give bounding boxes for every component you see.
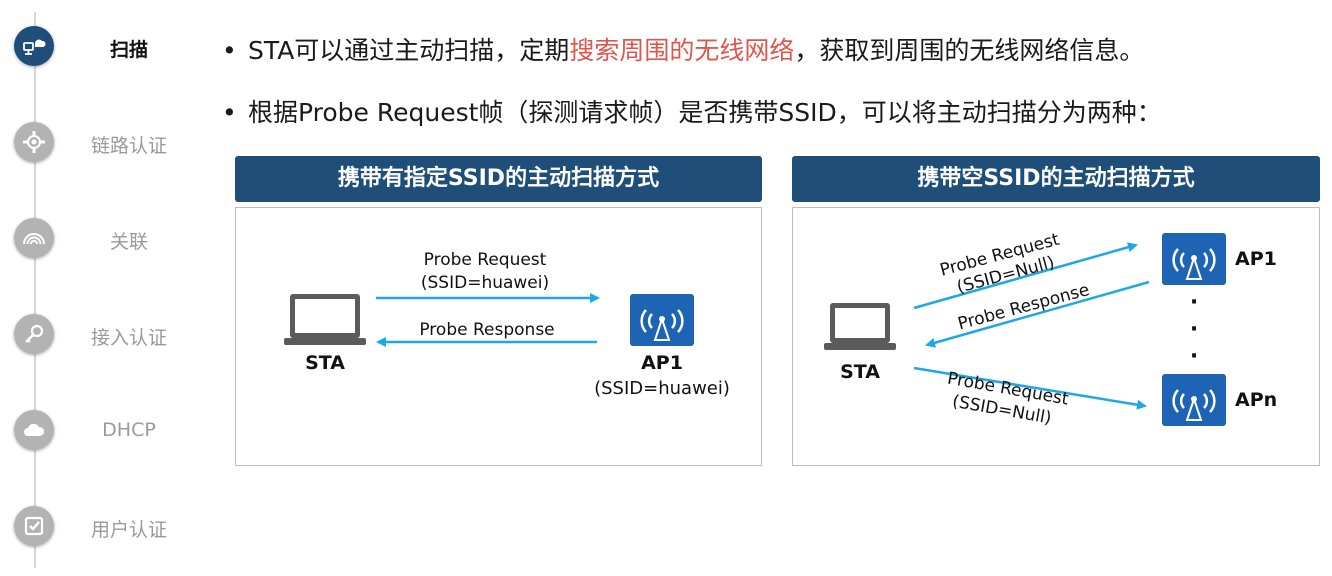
gear-link-icon	[14, 122, 54, 162]
ellipsis-dot: ·	[1190, 317, 1198, 342]
probe-request-arrow-ap1	[913, 242, 1138, 310]
bullet-1-pre: STA可以通过主动扫描，定期	[248, 36, 570, 65]
ap1-label: AP1	[641, 352, 683, 374]
bullet-1-post: ，获取到周围的无线网络信息。	[794, 36, 1145, 65]
nav-label-user-auth: 用户认证	[90, 519, 167, 541]
ap1-label: AP1	[1235, 248, 1277, 270]
probe-request-ssid-label: (SSID=huawei)	[421, 273, 549, 293]
left-panel-title: 携带有指定SSID的主动扫描方式	[235, 156, 762, 202]
key-icon	[14, 314, 54, 354]
ellipsis-dot: ·	[1190, 344, 1198, 369]
nav-label-link-auth: 链路认证	[90, 135, 167, 157]
nav-item-user-auth[interactable]: 用户认证	[14, 506, 184, 546]
bullet-dot: •	[222, 36, 237, 65]
probe-response-arrow	[925, 280, 1150, 348]
ellipsis-dot: ·	[1190, 290, 1198, 315]
laptop-icon	[284, 294, 366, 345]
left-panel-diagram: STA Probe Request (SSID=huawei) Probe Re…	[235, 207, 762, 466]
right-panel-title: 携带空SSID的主动扫描方式	[792, 156, 1320, 202]
bullet-1-highlight: 搜索周围的无线网络	[569, 36, 795, 65]
nav-item-association[interactable]: 关联	[14, 218, 184, 258]
nav-item-scan[interactable]: 扫描	[14, 26, 184, 66]
access-point-icon	[1162, 374, 1226, 426]
nav-timeline-line	[34, 12, 36, 568]
right-panel-diagram: STA Probe Request (SSID=Null) Probe Resp…	[792, 207, 1320, 466]
nav-label-access-auth: 接入认证	[90, 327, 167, 349]
nav-item-link-auth[interactable]: 链路认证	[14, 122, 184, 162]
ap1-ssid-label: (SSID=huawei)	[594, 378, 730, 399]
nav-item-access-auth[interactable]: 接入认证	[14, 314, 184, 354]
cloud-icon	[14, 410, 54, 450]
probe-request-label: Probe Request	[424, 250, 547, 270]
bullet-2-text: 根据Probe Request帧（探测请求帧）是否携带SSID，可以将主动扫描分…	[248, 98, 1162, 127]
bullet-probe-request: • 根据Probe Request帧（探测请求帧）是否携带SSID，可以将主动扫描…	[222, 96, 1162, 130]
bullet-dot: •	[222, 98, 237, 127]
laptop-icon	[824, 303, 896, 350]
apn-label: APn	[1235, 389, 1277, 411]
probe-response-label: Probe Response	[419, 320, 554, 340]
sta-label: STA	[305, 352, 345, 374]
nav-label-dhcp: DHCP	[102, 419, 156, 441]
signal-arc-icon	[14, 218, 54, 258]
sta-label: STA	[840, 361, 880, 383]
nav-label-scan: 扫描	[109, 39, 148, 61]
nav-item-dhcp[interactable]: DHCP	[14, 410, 184, 450]
checkbox-icon	[14, 506, 54, 546]
access-point-icon	[630, 294, 694, 346]
bullet-active-scan: • STA可以通过主动扫描，定期搜索周围的无线网络，获取到周围的无线网络信息。	[222, 34, 1144, 68]
nav-label-association: 关联	[109, 231, 148, 253]
network-scan-icon	[14, 26, 54, 66]
probe-request-arrow-apn	[913, 366, 1147, 410]
access-point-icon	[1162, 233, 1226, 285]
